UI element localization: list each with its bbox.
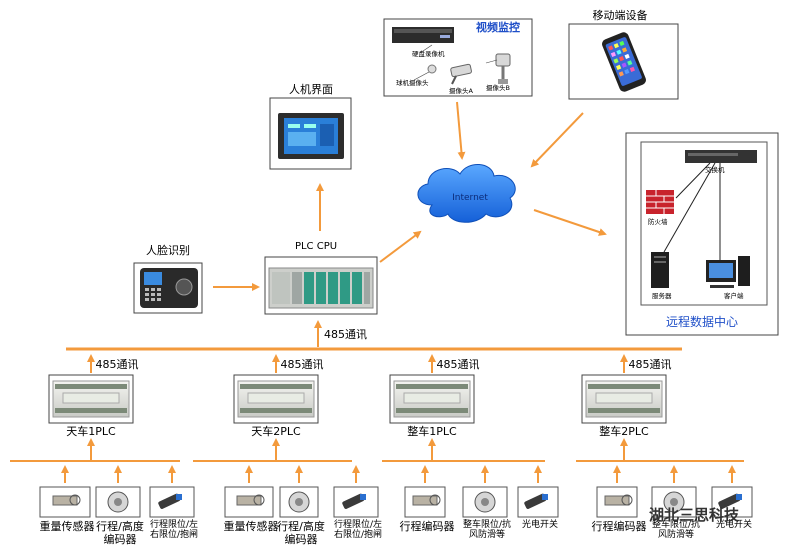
sensor-label: 重量传感器 [223,520,279,533]
sensor-device-9 [517,486,559,518]
plc-unit-3 [389,374,475,424]
face-title: 人脸识别 [146,244,190,257]
hmi-panel [269,97,352,170]
remote-data-center-panel [625,132,779,336]
face-recognition-panel [133,262,203,314]
internet-cloud-icon [417,164,516,223]
plc-name-label: 天车1PLC [66,425,116,438]
firewall-label: 防火墙 [648,218,668,226]
server-label: 服务器 [652,292,672,300]
sensor-label: 光电开关 [521,520,559,530]
sensor-label: 行程/高度 编码器 [96,520,144,546]
plc-name-label: 整车2PLC [599,425,649,438]
video-title: 视频监控 [476,21,520,34]
plc-name-label: 整车1PLC [407,425,457,438]
plc-comm-label: 485通讯 [95,358,139,371]
sensor-device-3 [149,486,195,518]
plc-unit-2 [233,374,319,424]
sensor-device-2 [95,486,141,518]
sensor-label: 行程/高度 编码器 [277,520,325,546]
recorder-label: 硬盘录像机 [412,50,445,58]
plc-name-label: 天车2PLC [251,425,301,438]
remote-title: 远程数据中心 [665,315,739,329]
client-computer-icon [706,256,750,288]
sensor-device-8 [462,486,508,518]
dvr-recorder-icon [392,27,454,43]
switch-label: 交换机 [705,166,725,174]
sensor-label: 行程限位/左 右限位/抱闸 [333,520,383,540]
sensor-device-1 [39,486,91,518]
switch-icon [685,150,757,163]
server-icon [651,252,669,288]
camera-a-label: 摄像头A [449,87,473,95]
plc-cpu-title: PLC CPU [294,241,338,252]
sensor-device-4 [224,486,274,518]
sensor-device-10 [596,486,638,518]
plc-comm-label: 485通讯 [436,358,480,371]
plc-unit-4 [581,374,667,424]
plc-cpu-panel [264,256,378,315]
firewall-icon [646,190,674,214]
smartphone-icon [602,32,646,92]
sensor-device-6 [333,486,379,518]
sensor-label: 行程编码器 [591,520,647,533]
sensor-label: 整车限位/抗 风防滑等 [462,520,512,540]
ball-camera-icon [427,64,437,74]
mobile-title: 移动端设备 [592,9,648,22]
hmi-title: 人机界面 [289,83,333,96]
mobile-device-panel [568,23,679,100]
camera-a-icon [450,63,472,85]
client-label: 客户端 [724,292,744,300]
sensor-device-11 [651,486,697,518]
plc-unit-1 [48,374,134,424]
sensor-label: 行程编码器 [399,520,455,533]
ball-camera-label: 球机摄像头 [396,79,429,87]
internet-label: Internet [452,193,488,203]
sensor-device-12 [711,486,753,518]
connection-arrows [213,101,607,347]
camera-b-label: 摄像头B [486,84,510,92]
watermark: 湖北三思科技 [649,506,740,524]
sensor-label: 重量传感器 [39,520,95,533]
sensor-device-7 [404,486,446,518]
camera-b-icon [495,53,511,84]
plc-comm-label: 485通讯 [280,358,324,371]
plc-rack-icon [268,267,374,309]
sensor-label: 行程限位/左 右限位/抱闸 [149,520,199,540]
plc-comm-label: 485通讯 [628,358,672,371]
sensor-label: 光电开关 [715,520,753,530]
video-monitoring-panel [383,18,533,97]
hmi-screen-icon [278,113,344,159]
sensor-label: 整车限位/抗 风防滑等 [651,520,701,540]
face-terminal-icon [140,268,198,308]
sensor-device-5 [279,486,319,518]
cpu-bus-label: 485通讯 [324,328,367,341]
